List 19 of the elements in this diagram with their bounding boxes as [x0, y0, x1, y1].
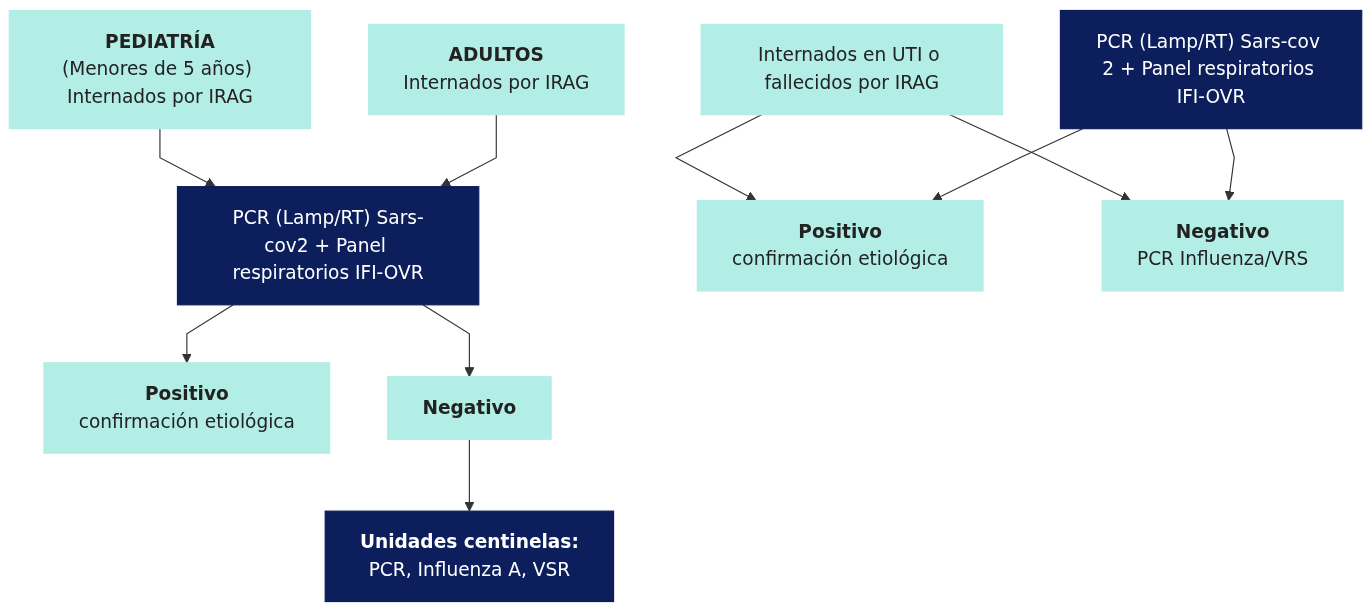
arrow — [1224, 128, 1235, 201]
node-box: Positivo confirmación etiológica — [696, 199, 984, 292]
node-box: Positivo confirmación etiológica — [43, 362, 331, 454]
arrow — [931, 128, 1084, 202]
arrow — [674, 114, 763, 201]
node-box: PCR (Lamp/RT) Sars-cov 2 + Panel respiratorios IFI-OVR — [1059, 9, 1363, 130]
arrow — [949, 114, 1131, 202]
node-box: PEDIATRÍA (Menores de 5 años) Internados por IRAG — [8, 9, 312, 130]
node-box: Unidades centinelas: PCR, Influenza A, VSR — [324, 510, 615, 603]
node-box: ADULTOS Internados por IRAG — [367, 23, 625, 116]
node-box: Internados en UTI o fallecidos por IRAG — [700, 23, 1004, 116]
arrow — [159, 128, 216, 188]
arrow — [464, 438, 475, 512]
arrow — [422, 304, 475, 378]
arrow — [440, 114, 497, 188]
node-box: Negativo — [387, 376, 552, 440]
node-box: PCR (Lamp/RT) Sars-cov2 + Panel respiratorios IFI-OVR — [176, 186, 480, 306]
arrow — [181, 304, 234, 364]
node-box: Negativo PCR Influenza/VRS — [1101, 199, 1344, 292]
